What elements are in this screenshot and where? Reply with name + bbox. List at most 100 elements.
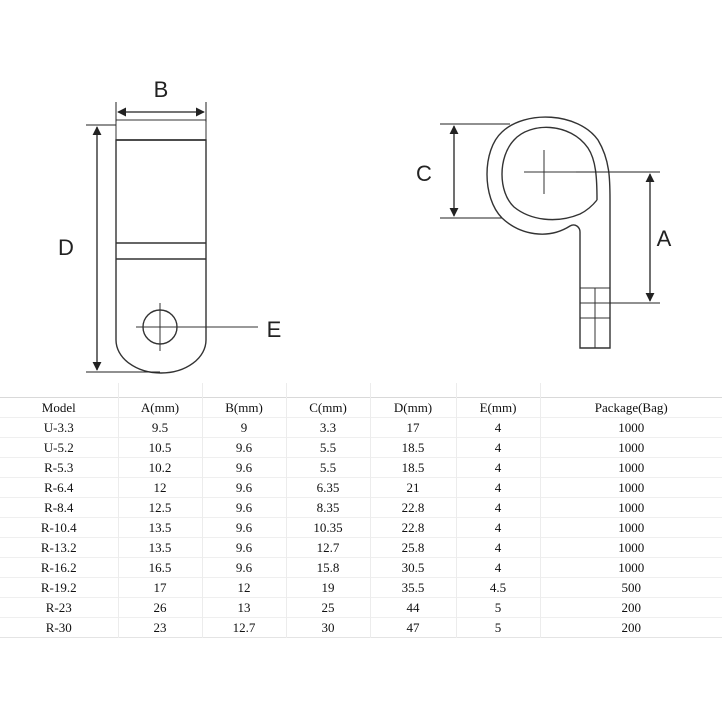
cell-b: 9.6 bbox=[201, 497, 286, 518]
cell-model: U-3.3 bbox=[43, 419, 74, 435]
cell-e: 4 bbox=[455, 537, 540, 558]
cell-model: R-30 bbox=[45, 619, 72, 635]
column-header-b: B(mm) bbox=[201, 397, 286, 418]
cell-c: 8.35 bbox=[285, 497, 370, 518]
cell-a: 13.5 bbox=[117, 537, 202, 558]
cell-a: 17 bbox=[117, 577, 202, 598]
cell-model: R-8.4 bbox=[44, 499, 74, 515]
clamp-front-outline bbox=[115, 139, 207, 374]
cell-a: 9.5 bbox=[117, 417, 202, 438]
cell-d: 21 bbox=[369, 477, 456, 498]
cell-model: R-5.3 bbox=[44, 459, 74, 475]
cell-a: 12 bbox=[117, 477, 202, 498]
cell-e: 4 bbox=[455, 457, 540, 478]
cell-package: 1000 bbox=[539, 477, 722, 498]
cell-model: R-13.2 bbox=[40, 539, 77, 555]
cell-d: 44 bbox=[369, 597, 456, 618]
cell-c: 5.5 bbox=[285, 437, 370, 458]
cell-e: 4 bbox=[455, 517, 540, 538]
cell-a: 26 bbox=[117, 597, 202, 618]
cell-d: 18.5 bbox=[369, 457, 456, 478]
cell-c: 19 bbox=[285, 577, 370, 598]
front-dimensions bbox=[86, 102, 207, 373]
cell-b: 9 bbox=[201, 417, 286, 438]
cell-b: 9.6 bbox=[201, 477, 286, 498]
cell-b: 9.6 bbox=[201, 517, 286, 538]
cell-c: 15.8 bbox=[285, 557, 370, 578]
cell-model: R-16.2 bbox=[40, 559, 77, 575]
clamp-loop-inner bbox=[501, 126, 598, 221]
cell-d: 17 bbox=[369, 417, 456, 438]
cell-d: 35.5 bbox=[369, 577, 456, 598]
cell-package: 1000 bbox=[539, 557, 722, 578]
cell-a: 10.2 bbox=[117, 457, 202, 478]
cell-a: 23 bbox=[117, 617, 202, 638]
cell-c: 3.3 bbox=[285, 417, 370, 438]
cell-a: 16.5 bbox=[117, 557, 202, 578]
cell-e: 4 bbox=[455, 417, 540, 438]
cell-b: 9.6 bbox=[201, 457, 286, 478]
column-header-d: D(mm) bbox=[369, 397, 456, 418]
column-header-model: Model bbox=[0, 397, 118, 418]
cell-model: R-23 bbox=[45, 599, 72, 615]
cell-d: 30.5 bbox=[369, 557, 456, 578]
dimension-label-b: B bbox=[154, 77, 169, 102]
dimension-label-a: A bbox=[657, 226, 672, 251]
cell-c: 5.5 bbox=[285, 457, 370, 478]
cell-package: 1000 bbox=[539, 417, 722, 438]
cell-a: 10.5 bbox=[117, 437, 202, 458]
cell-d: 22.8 bbox=[369, 517, 456, 538]
cell-d: 18.5 bbox=[369, 437, 456, 458]
dimension-label-e: E bbox=[267, 317, 282, 342]
cell-c: 10.35 bbox=[285, 517, 370, 538]
dimension-label-d: D bbox=[58, 235, 74, 260]
cell-a: 12.5 bbox=[117, 497, 202, 518]
cell-b: 12 bbox=[201, 577, 286, 598]
cell-d: 22.8 bbox=[369, 497, 456, 518]
cell-model: R-10.4 bbox=[40, 519, 77, 535]
cell-model: R-19.2 bbox=[40, 579, 77, 595]
cell-package: 1000 bbox=[539, 497, 722, 518]
side-view bbox=[486, 116, 611, 349]
cell-e: 4 bbox=[455, 497, 540, 518]
column-header-c: C(mm) bbox=[285, 397, 370, 418]
cell-b: 9.6 bbox=[201, 557, 286, 578]
column-header-package: Package(Bag) bbox=[539, 397, 722, 418]
clamp-technical-drawing: B D E C A bbox=[58, 77, 672, 374]
cell-b: 9.6 bbox=[201, 537, 286, 558]
cell-e: 4 bbox=[455, 437, 540, 458]
cell-model: U-5.2 bbox=[43, 439, 74, 455]
table-header-row: Model A(mm) B(mm) C(mm) D(mm) E(mm) Pack… bbox=[0, 397, 722, 418]
cell-c: 12.7 bbox=[285, 537, 370, 558]
cell-package: 1000 bbox=[539, 437, 722, 458]
cell-package: 200 bbox=[539, 597, 722, 618]
specification-table: Model A(mm) B(mm) C(mm) D(mm) E(mm) Pack… bbox=[0, 383, 722, 638]
cell-package: 1000 bbox=[539, 537, 722, 558]
cell-c: 25 bbox=[285, 597, 370, 618]
column-header-e: E(mm) bbox=[455, 397, 540, 418]
cell-b: 12.7 bbox=[201, 617, 286, 638]
cell-b: 9.6 bbox=[201, 437, 286, 458]
cell-c: 6.35 bbox=[285, 477, 370, 498]
cell-b: 13 bbox=[201, 597, 286, 618]
cell-model: R-6.4 bbox=[44, 479, 74, 495]
cell-package: 1000 bbox=[539, 517, 722, 538]
cell-d: 25.8 bbox=[369, 537, 456, 558]
cell-package: 200 bbox=[539, 617, 722, 638]
cell-e: 4.5 bbox=[455, 577, 540, 598]
front-view bbox=[115, 119, 258, 374]
cell-a: 13.5 bbox=[117, 517, 202, 538]
cell-e: 5 bbox=[455, 597, 540, 618]
clamp-loop-outer bbox=[486, 116, 611, 349]
